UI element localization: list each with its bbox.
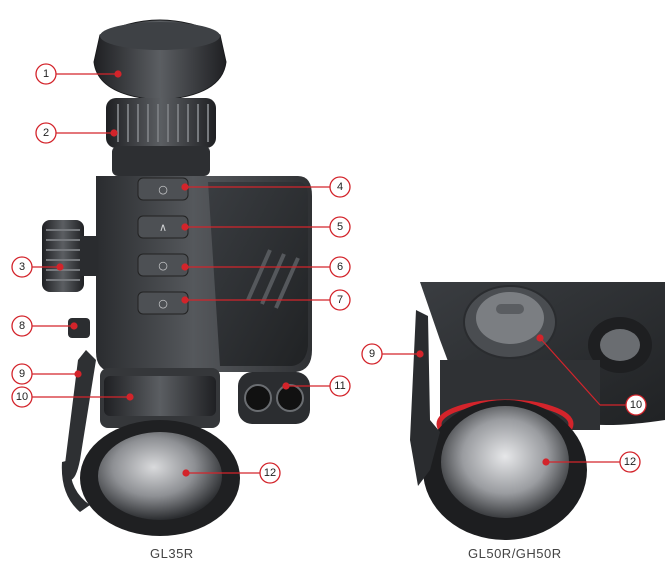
svg-text:∧: ∧ [159, 221, 167, 234]
neck [112, 146, 210, 176]
callout-badges-right [361, 343, 647, 473]
device-gl35r: ○ ∧ ○ ○ [42, 19, 312, 536]
callout-3-label: 3 [19, 261, 25, 273]
svg-text:○: ○ [158, 259, 168, 272]
device-gl50r [410, 282, 665, 540]
callout-4 [329, 176, 351, 198]
callout-11-label: 11 [334, 380, 345, 392]
callout-r10-label: 10 [630, 399, 642, 411]
callout-2-label: 2 [43, 127, 49, 139]
button-column: ○ ∧ ○ ○ [137, 177, 189, 315]
focus-ring-10[interactable] [104, 376, 216, 416]
objective-lens [61, 420, 240, 536]
callout-5-label: 5 [337, 221, 343, 233]
callout-badges-left [11, 63, 351, 484]
svg-text:○: ○ [158, 183, 168, 196]
callout-r9 [361, 343, 383, 365]
callout-labels-left: 1 2 3 4 5 6 7 8 9 10 11 12 [16, 68, 346, 479]
diopter-ring [106, 98, 216, 148]
callout-12-label: 12 [264, 467, 276, 479]
callout-9-label: 9 [19, 368, 25, 380]
callout-1 [35, 63, 57, 85]
right-lens [441, 406, 569, 518]
callout-7-label: 7 [337, 294, 343, 306]
callout-7 [329, 289, 351, 311]
callout-4-label: 4 [337, 181, 343, 193]
callout-9 [11, 363, 33, 385]
eyecup-rim [100, 22, 220, 50]
callout-8 [11, 315, 33, 337]
callout-r10 [625, 394, 647, 416]
diopter-grip [117, 104, 209, 142]
callout-10-label: 10 [16, 391, 28, 403]
callout-8-label: 8 [19, 320, 25, 332]
battery-cap[interactable] [463, 285, 557, 359]
callout-r9-label: 9 [369, 348, 375, 360]
caption-gl35r: GL35R [150, 546, 194, 561]
callout-lines [32, 70, 626, 477]
caption-gl50r-gh50r: GL50R/GH50R [468, 546, 562, 561]
callout-3 [11, 256, 33, 278]
callout-6 [329, 256, 351, 278]
rangefinder [238, 372, 310, 424]
callout-r12-label: 12 [624, 456, 636, 468]
callout-11 [329, 375, 351, 397]
button-4[interactable] [137, 177, 189, 201]
callout-2 [35, 122, 57, 144]
callout-1-label: 1 [43, 68, 49, 80]
callout-labels-right: 9 10 12 [369, 348, 642, 468]
focus-knob[interactable] [42, 220, 98, 292]
callout-r12 [619, 451, 641, 473]
button-6[interactable] [137, 253, 189, 277]
right-rangefinder [588, 317, 652, 373]
lens-cap-arm [64, 350, 96, 480]
callout-12 [259, 462, 281, 484]
callout-10 [11, 386, 33, 408]
svg-text:○: ○ [158, 297, 168, 310]
callout-5 [329, 216, 351, 238]
callout-6-label: 6 [337, 261, 343, 273]
button-7[interactable] [137, 291, 189, 315]
